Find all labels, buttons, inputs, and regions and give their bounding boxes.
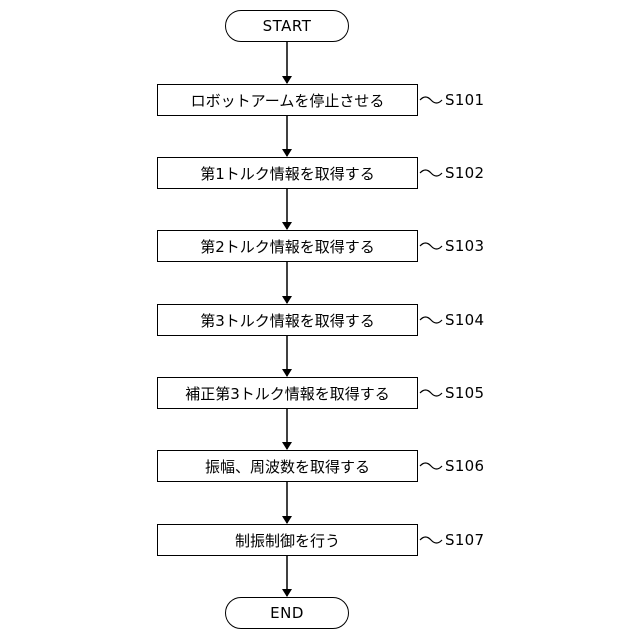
step-text-s102: 第1トルク情報を取得する	[200, 163, 375, 184]
step-leader-line	[420, 97, 442, 103]
step-id-s107: S107	[445, 531, 484, 549]
end-terminal: END	[225, 597, 349, 629]
step-box-s102: 第1トルク情報を取得する	[157, 157, 418, 189]
step-box-s107: 制振制御を行う	[157, 524, 418, 556]
step-box-s106: 振幅、周波数を取得する	[157, 450, 418, 482]
step-leader-line	[420, 463, 442, 469]
step-id-s105: S105	[445, 384, 484, 402]
step-id-s101: S101	[445, 91, 484, 109]
step-id-s102: S102	[445, 164, 484, 182]
step-box-s104: 第3トルク情報を取得する	[157, 304, 418, 336]
step-text-s105: 補正第3トルク情報を取得する	[185, 383, 390, 404]
step-leader-line	[420, 317, 442, 323]
step-text-s106: 振幅、周波数を取得する	[205, 456, 370, 477]
step-text-s103: 第2トルク情報を取得する	[200, 236, 375, 257]
step-box-s101: ロボットアームを停止させる	[157, 84, 418, 116]
step-leader-line	[420, 537, 442, 543]
start-terminal: START	[225, 10, 349, 42]
step-text-s101: ロボットアームを停止させる	[191, 90, 385, 111]
step-leader-line	[420, 170, 442, 176]
end-label: END	[270, 604, 304, 622]
start-label: START	[263, 17, 312, 35]
step-text-s107: 制振制御を行う	[235, 530, 340, 551]
step-id-s104: S104	[445, 311, 484, 329]
step-box-s105: 補正第3トルク情報を取得する	[157, 377, 418, 409]
step-leader-line	[420, 243, 442, 249]
step-box-s103: 第2トルク情報を取得する	[157, 230, 418, 262]
step-leader-line	[420, 390, 442, 396]
step-id-s106: S106	[445, 457, 484, 475]
step-id-s103: S103	[445, 237, 484, 255]
step-text-s104: 第3トルク情報を取得する	[200, 310, 375, 331]
